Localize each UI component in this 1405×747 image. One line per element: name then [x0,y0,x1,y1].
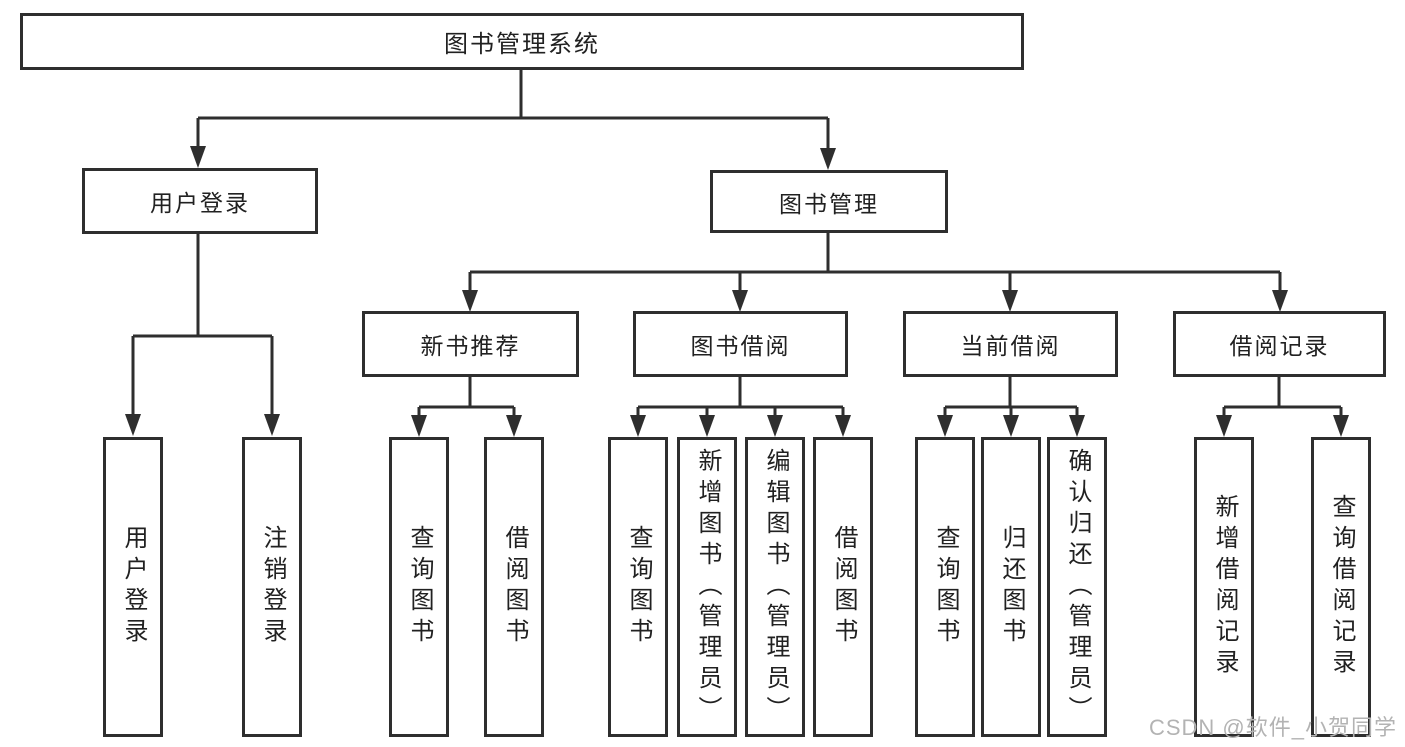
node-root-system: 图书管理系统 [20,13,1024,70]
node-new-book-recommend: 新书推荐 [362,311,579,377]
node-leaf-query-books-recommend: 查询图书 [389,437,449,737]
node-leaf-edit-books-admin: 编辑图书（管理员） [745,437,805,737]
node-leaf-query-books-current: 查询图书 [915,437,975,737]
node-leaf-query-borrow-record: 查询借阅记录 [1311,437,1371,737]
node-user-login-branch: 用户登录 [82,168,318,234]
node-leaf-logout: 注销登录 [242,437,302,737]
node-borrow-records: 借阅记录 [1173,311,1386,377]
node-current-borrow: 当前借阅 [903,311,1118,377]
node-book-borrow: 图书借阅 [633,311,848,377]
watermark: CSDN @软件_小贺同学 [1148,715,1397,740]
node-book-management-branch: 图书管理 [710,170,948,233]
node-leaf-query-books-borrow: 查询图书 [608,437,668,737]
node-leaf-user-login: 用户登录 [103,437,163,737]
node-leaf-return-books: 归还图书 [981,437,1041,737]
node-leaf-confirm-return-admin: 确认归还（管理员） [1047,437,1107,737]
node-leaf-borrow-books-recommend: 借阅图书 [484,437,544,737]
node-leaf-borrow-books: 借阅图书 [813,437,873,737]
node-leaf-add-books-admin: 新增图书（管理员） [677,437,737,737]
node-leaf-add-borrow-record: 新增借阅记录 [1194,437,1254,737]
